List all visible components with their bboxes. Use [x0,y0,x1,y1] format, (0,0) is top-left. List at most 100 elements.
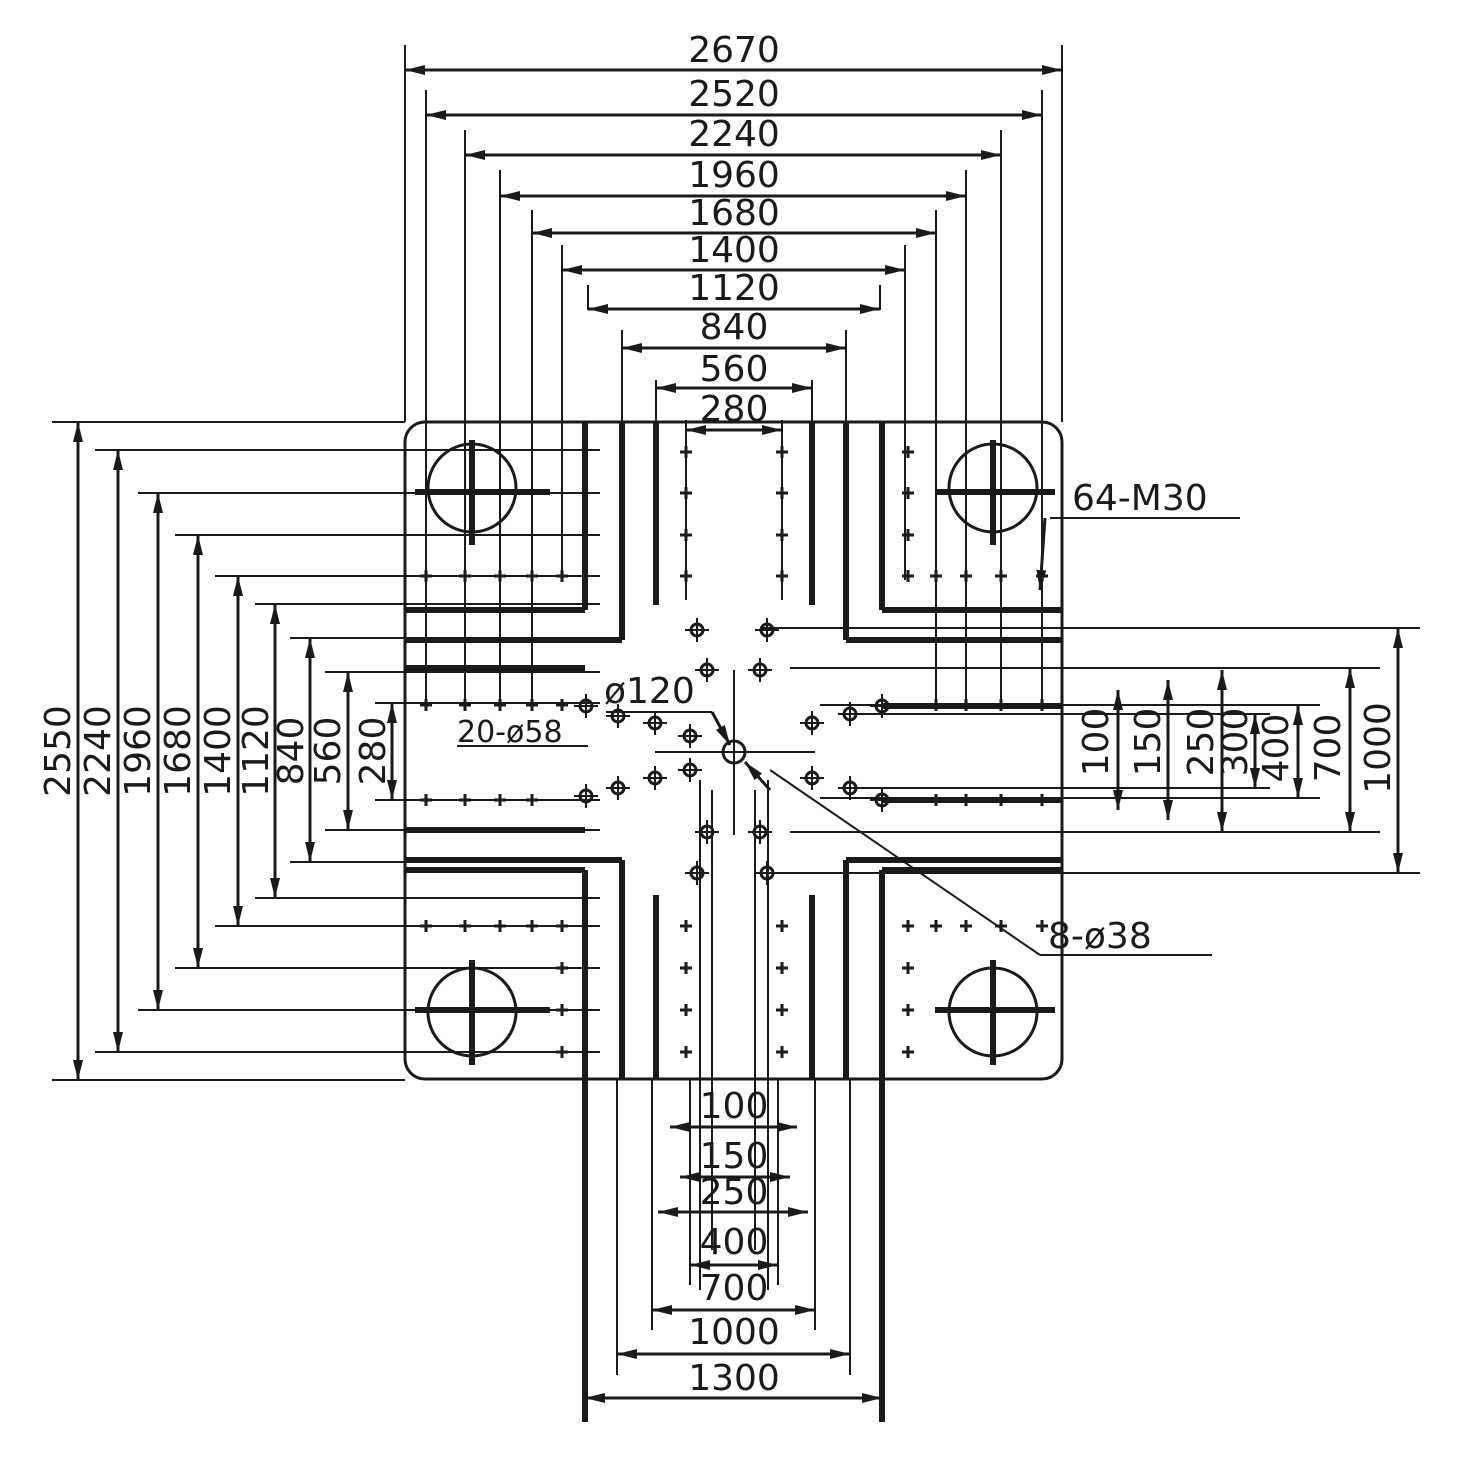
bolt-hole-marker [902,446,914,458]
bolt-hole-marker [526,920,538,932]
callout-center-hole: ø120 [604,671,772,791]
ejector-hole-cross [678,758,702,782]
left-dimension-chain: 2550 2240 1960 1680 1400 1120 840 560 28… [38,421,600,1081]
threaded-holes-label: 64-M30 [1072,478,1208,519]
bolt-hole-marker [902,1046,914,1058]
ejector-holes [574,618,894,885]
bottom-dim-label: 150 [700,1136,769,1177]
bolt-hole-marker [556,1004,568,1016]
bottom-dim-label: 700 [700,1268,769,1309]
left-dim-label: 280 [353,717,394,786]
platen-outline [403,420,1064,1081]
bolt-hole-marker [902,1004,914,1016]
bolt-hole-marker [776,1046,788,1058]
bottom-dimension-chain: 100 150 250 400 700 1000 1300 [584,780,883,1422]
right-dim-label: 250 [1181,708,1222,777]
bolt-hole-marker [776,487,788,499]
ejector-hole-cross [838,702,862,726]
bolt-hole-marker [494,794,506,806]
right-dim-label: 700 [1308,714,1349,783]
bolt-hole-marker [902,570,914,582]
bottom-dim-label: 1000 [688,1312,780,1353]
center-hole-label: ø120 [604,671,695,712]
bolt-hole-marker [680,570,692,582]
left-dim-label: 840 [271,717,312,786]
right-dim-label: 150 [1128,708,1169,777]
ejector-hole-cross [748,820,772,844]
bolt-hole-marker [960,570,972,582]
ejector-hole-cross [606,704,630,728]
bolt-hole-marker [930,570,942,582]
bolt-hole-marker [902,962,914,974]
top-dim-label: 280 [700,389,769,430]
bolt-hole-marker [556,570,568,582]
bolt-hole-marker [776,1004,788,1016]
bolt-hole-marker [680,487,692,499]
top-dim-label: 1960 [688,155,780,196]
bolt-hole-marker [420,699,432,711]
ejector-hole-cross [755,618,779,642]
top-dim-label: 560 [700,349,769,390]
bottom-dim-label: 1300 [688,1358,780,1399]
ejector-hole-cross [838,776,862,800]
left-dim-label: 560 [308,717,349,786]
bolt-hole-marker [680,1046,692,1058]
left-dim-label: 1120 [236,705,277,797]
right-dim-label: 300 [1215,708,1256,777]
bolt-hole-marker [930,699,942,711]
left-dim-label: 2550 [38,705,79,797]
ejector-hole-cross [800,766,824,790]
bottom-dim-label: 250 [700,1172,769,1213]
bolt-hole-marker [494,699,506,711]
bolt-hole-marker [459,794,471,806]
bolt-hole-marker [680,529,692,541]
top-dim-label: 1680 [688,193,780,234]
top-dim-label: 2520 [688,74,780,115]
top-dim-label: 840 [700,307,769,348]
bolt-hole-marker [1036,794,1048,806]
small-holes-label: 20-ø58 [457,715,563,750]
bolt-hole-marker [930,794,942,806]
top-dim-label: 2670 [688,30,780,71]
bottom-dim-label: 400 [700,1222,769,1263]
ejector-hole-cross [574,694,598,718]
bolt-hole-marker [776,962,788,974]
bolt-hole-marker [459,570,471,582]
ejector-hole-cross [643,711,667,735]
ejector-hole-cross [685,861,709,885]
left-dim-label: 2240 [78,705,119,797]
callout-corner-holes: 8-ø38 [769,769,1212,957]
ejector-hole-cross [870,694,894,718]
bolt-hole-marker [960,699,972,711]
bolt-hole-marker [420,570,432,582]
ejector-hole-cross [748,658,772,682]
left-dim-label: 1400 [198,705,239,797]
ejector-hole-cross [695,820,719,844]
callout-threaded-holes: 64-M30 [1036,478,1240,591]
bolt-hole-marker [995,570,1007,582]
bolt-hole-marker [776,920,788,932]
bolt-hole-marker [556,962,568,974]
right-dimension-chain: 100 150 250 300 400 700 1000 [760,627,1420,874]
bolt-hole-marker [556,920,568,932]
bolt-hole-marker [1036,699,1048,711]
bolt-hole-marker [776,446,788,458]
callout-small-holes: 20-ø58 [457,715,588,750]
bolt-hole-marker [995,794,1007,806]
bolt-hole-marker [494,920,506,932]
ejector-hole-cross [606,776,630,800]
bolt-hole-marker [459,699,471,711]
bolt-hole-marker [680,920,692,932]
center-hole [655,670,815,835]
top-dim-label: 1400 [688,230,780,271]
top-dim-label: 1120 [688,268,780,309]
right-dim-label: 100 [1076,708,1117,777]
ejector-hole-cross [685,618,709,642]
bolt-hole-marker [776,529,788,541]
left-dim-label: 1960 [118,705,159,797]
bolt-hole-marker [526,794,538,806]
corner-holes-label: 8-ø38 [1048,916,1152,957]
bottom-dim-label: 100 [700,1086,769,1127]
